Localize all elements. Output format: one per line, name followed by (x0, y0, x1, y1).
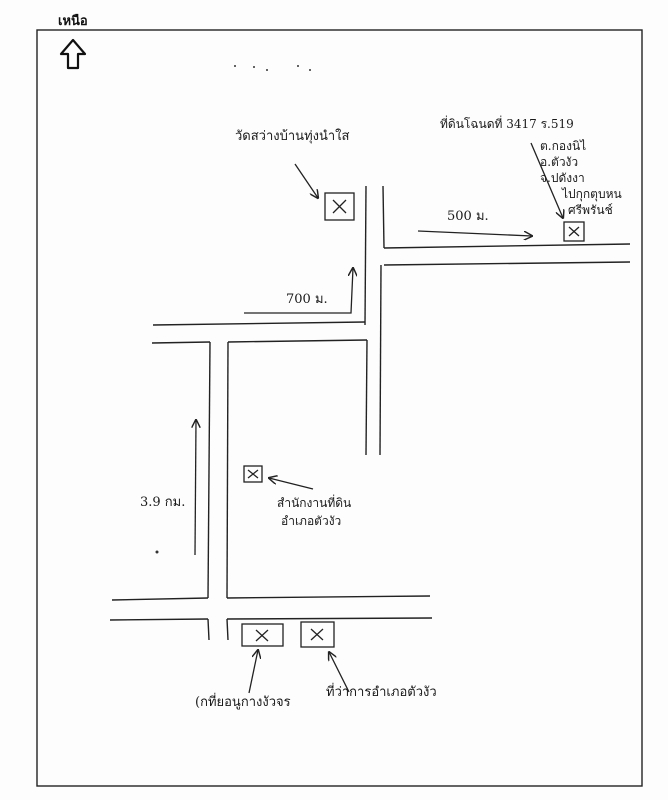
direction-arrows (195, 142, 563, 694)
map-border (36, 29, 643, 787)
target-land-line-1: ที่ดินโฉนดที่ 3417 ร.519 (440, 117, 574, 131)
bottom-right-label: ที่ว่าการอำเภอตัวงัว (326, 685, 437, 700)
temple-label: วัดสว่างบ้านทุ่งนำใส (235, 129, 350, 144)
target-land-line-2: ต.กองนิไ (540, 139, 587, 153)
temple-marker (324, 192, 355, 221)
roads (109, 185, 631, 641)
land-office-line-2: อำเภอตัวงัว (281, 514, 342, 528)
bottom-left-marker (241, 623, 284, 647)
route-700-arrow (244, 268, 353, 314)
target-land-pointer-arrow (530, 142, 563, 218)
target-land-line-4: จ.ปดังงา (540, 171, 585, 185)
bottom-left-pointer-arrow (248, 650, 258, 694)
distance-39-label: 3.9 กม. (140, 495, 186, 510)
bottom-left-label: (กที่ยอนูกางงัวจร (195, 695, 291, 710)
distance-700-label: 700 ม. (286, 292, 328, 307)
target-land-marker (563, 221, 585, 242)
land-office-marker (243, 465, 263, 483)
route-39-arrow (195, 420, 196, 556)
temple-pointer-arrow (294, 163, 318, 198)
target-land-line-5: ไปกุกตุบหน (562, 187, 622, 201)
distance-500-label: 500 ม. (447, 209, 489, 224)
bottom-right-pointer-arrow (329, 652, 350, 693)
bottom-right-marker (300, 621, 335, 648)
land-office-pointer-arrow (269, 478, 314, 490)
stray-marks (155, 65, 311, 554)
north-arrow-icon (59, 38, 87, 70)
target-land-line-3: อ.ตัวงัว (540, 155, 579, 169)
target-land-line-6: ศรีพรันช์ (568, 203, 613, 217)
north-label: เหนือ (58, 14, 88, 29)
route-500-arrow (417, 230, 532, 236)
land-office-line-1: สำนักงานที่ดิน (277, 496, 352, 510)
